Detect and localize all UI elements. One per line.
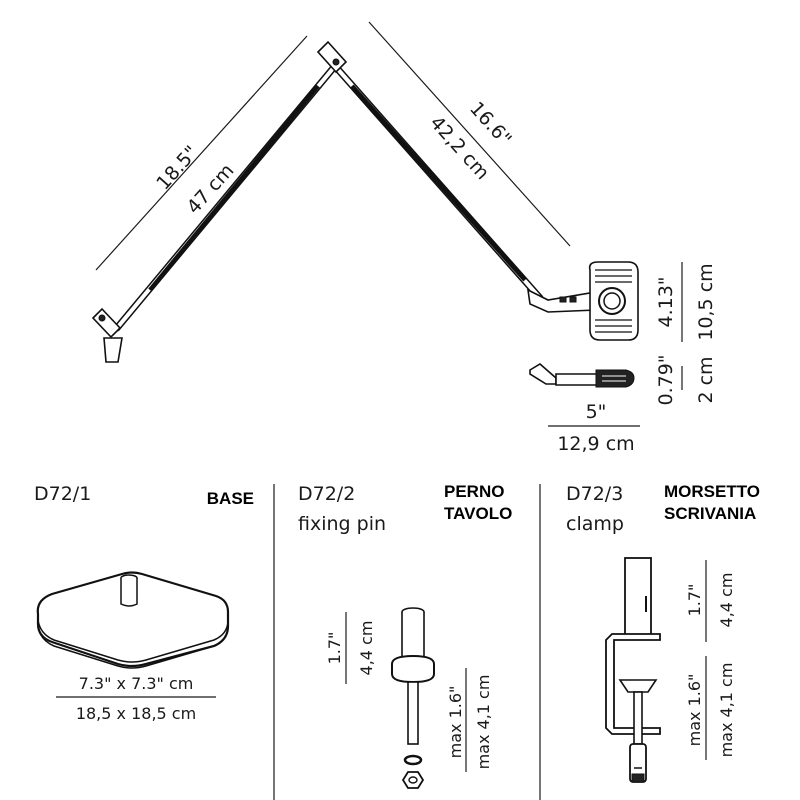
clamp-illustration xyxy=(605,557,661,783)
base-name: BASE xyxy=(207,489,254,508)
pin-height-cm: 4,4 cm xyxy=(357,621,376,676)
clamp-height-cm: 4,4 cm xyxy=(717,573,736,628)
pin-illustration xyxy=(391,607,435,789)
clamp-name: clamp xyxy=(566,513,624,535)
clamp-max-inches: max 1.6" xyxy=(685,674,704,747)
head-width-cm: 12,9 cm xyxy=(557,433,634,455)
lower-arm-dimension-line xyxy=(95,35,308,271)
lamp-upper-arm xyxy=(331,62,544,302)
lamp-drawing: 18.5" 47 cm 16.6" 42,2 cm 4.13" 10,5 cm … xyxy=(91,21,717,455)
lamp-head-side-view xyxy=(529,363,635,388)
head-thickness-inches: 0.79" xyxy=(655,354,677,405)
upper-arm-dimension-line xyxy=(368,21,571,247)
lamp-lower-arm xyxy=(113,62,339,332)
lamp-top-joint xyxy=(316,40,348,74)
pin-name-italian-line1: PERNO xyxy=(444,482,504,501)
lower-arm-length-inches: 18.5" xyxy=(152,142,203,195)
pin-code: D72/2 xyxy=(298,483,355,505)
clamp-name-italian-line2: SCRIVANIA xyxy=(664,504,756,523)
pin-max-cm: max 4,1 cm xyxy=(474,675,493,770)
head-height-inches: 4.13" xyxy=(655,276,677,327)
accessory-fixing-pin: D72/2 fixing pin PERNO TAVOLO 1.7" 4,4 c… xyxy=(298,482,512,789)
clamp-code: D72/3 xyxy=(566,483,623,505)
base-size-cm: 18,5 x 18,5 cm xyxy=(76,704,196,723)
lamp-head-top-view xyxy=(588,261,639,341)
clamp-max-cm: max 4,1 cm xyxy=(717,663,736,758)
lamp-base-joint xyxy=(91,307,123,363)
pin-name-italian-line2: TAVOLO xyxy=(444,504,512,523)
clamp-height-inches: 1.7" xyxy=(685,584,704,617)
clamp-name-italian-line1: MORSETTO xyxy=(664,482,760,501)
pin-max-inches: max 1.6" xyxy=(446,686,465,759)
accessory-base: D72/1 BASE 7.3" x 7.3" cm 18,5 x 18,5 cm xyxy=(34,483,254,723)
head-width-inches: 5" xyxy=(586,401,607,423)
accessory-clamp: D72/3 clamp MORSETTO SCRIVANIA 1.7" 4,4 … xyxy=(566,482,760,783)
base-illustration xyxy=(36,571,230,669)
pin-name: fixing pin xyxy=(298,513,386,535)
base-code: D72/1 xyxy=(34,483,91,505)
head-height-cm: 10,5 cm xyxy=(695,263,717,340)
upper-arm-length-inches: 16.6" xyxy=(465,98,516,151)
pin-height-inches: 1.7" xyxy=(325,632,344,665)
base-size-inches: 7.3" x 7.3" cm xyxy=(79,674,194,693)
head-thickness-cm: 2 cm xyxy=(695,356,717,403)
